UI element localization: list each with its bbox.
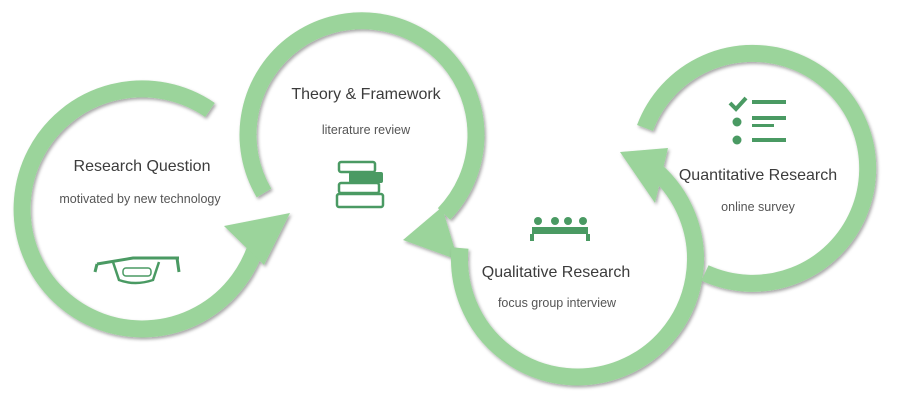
stage-subtitle: motivated by new technology xyxy=(59,192,221,206)
cycle-ring-theory-framework xyxy=(239,12,485,260)
stage-title: Theory & Framework xyxy=(291,86,441,103)
cycle-ring-quantitative-research xyxy=(637,44,877,292)
arrowhead xyxy=(224,213,290,265)
smart-glasses-icon xyxy=(93,256,181,285)
cycle-ring-research-question xyxy=(13,80,290,338)
arrowhead xyxy=(620,148,668,203)
cycle-ring-qualitative-research xyxy=(451,148,704,386)
checklist-icon xyxy=(728,96,786,145)
meeting-icon xyxy=(530,217,590,241)
arrowhead xyxy=(403,207,458,260)
stage-subtitle: online survey xyxy=(721,200,795,214)
stage-subtitle: focus group interview xyxy=(497,296,617,310)
books-icon xyxy=(335,160,385,209)
stage-title: Quantitative Research xyxy=(678,167,838,184)
stage-title: Qualitative Research xyxy=(481,264,631,281)
stage-title: Research Question xyxy=(73,158,211,175)
stage-subtitle: literature review xyxy=(321,123,411,137)
